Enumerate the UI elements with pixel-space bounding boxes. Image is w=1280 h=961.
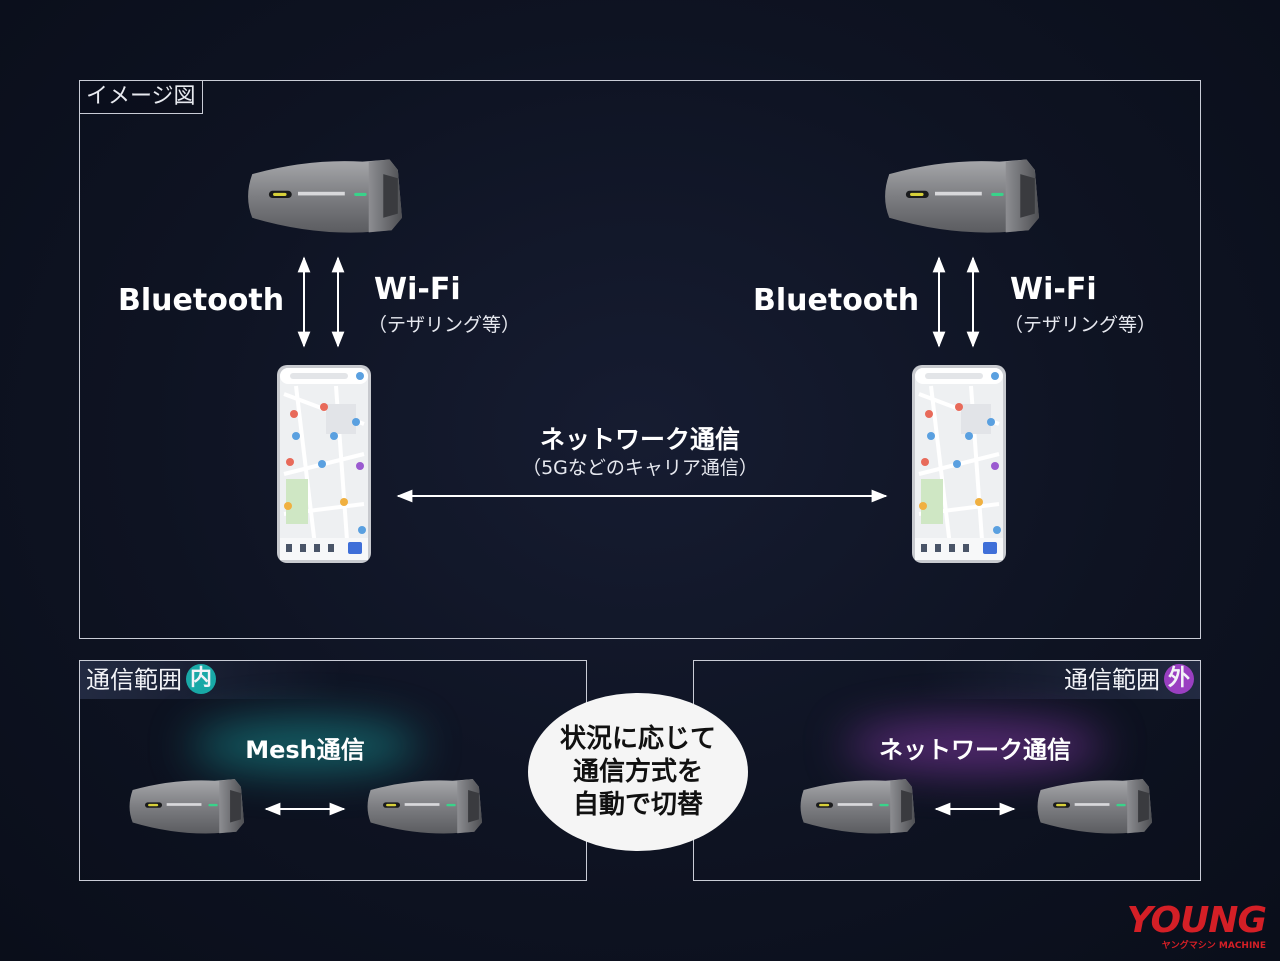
wifi-note-right: （テザリング等） — [1004, 314, 1157, 336]
mesh-arrow — [264, 802, 346, 816]
wifi-note-left: （テザリング等） — [368, 314, 521, 336]
overview-box: イメージ図 — [79, 80, 1201, 639]
intercom-network-2 — [1036, 776, 1152, 838]
network-title: ネットワーク通信 — [540, 425, 741, 454]
mesh-label: Mesh通信 — [245, 736, 365, 764]
in-range-header-text: 通信範囲 — [86, 666, 182, 694]
auto-switch-line3: 自動で切替 — [572, 789, 703, 820]
out-range-box: 通信範囲外 — [693, 660, 1201, 881]
intercom-network-1 — [799, 776, 915, 838]
logo-main: YOUNG — [1126, 900, 1267, 941]
out-range-badge: 外 — [1164, 664, 1194, 694]
overview-tag: イメージ図 — [80, 81, 203, 114]
intercom-device-left — [246, 154, 402, 240]
young-machine-logo: YOUNG ヤングマシン MACHINE — [1126, 900, 1267, 952]
in-range-header: 通信範囲内 — [80, 661, 340, 699]
auto-switch-line1: 状況に応じて — [559, 723, 716, 754]
network-subtitle: （5Gなどのキャリア通信） — [522, 457, 758, 479]
smartphone-left — [276, 364, 372, 564]
network-glow — [845, 722, 1105, 770]
in-range-badge: 内 — [186, 664, 216, 694]
bidirectional-arrows-left — [297, 256, 345, 348]
logo-sub: ヤングマシン MACHINE — [1161, 941, 1266, 951]
auto-switch-bubble: 状況に応じて 通信方式を 自動で切替 — [528, 693, 748, 851]
out-range-header: 通信範囲外 — [920, 661, 1200, 699]
intercom-mesh-2 — [366, 776, 482, 838]
auto-switch-line2: 通信方式を — [572, 756, 703, 787]
intercom-device-right — [883, 154, 1039, 240]
intercom-mesh-1 — [128, 776, 244, 838]
smartphone-right — [911, 364, 1007, 564]
wifi-label-left: Wi-Fi — [374, 272, 461, 307]
bidirectional-arrows-right — [932, 256, 980, 348]
in-range-box: 通信範囲内 — [79, 660, 587, 881]
wifi-label-right: Wi-Fi — [1010, 272, 1097, 307]
network-mode-arrow — [934, 802, 1016, 816]
bluetooth-label-right: Bluetooth — [753, 283, 920, 318]
network-mode-label: ネットワーク通信 — [879, 736, 1071, 764]
out-range-header-text: 通信範囲 — [1064, 666, 1160, 694]
mesh-glow — [190, 722, 420, 770]
bluetooth-label-left: Bluetooth — [118, 283, 285, 318]
network-arrow — [396, 489, 888, 503]
